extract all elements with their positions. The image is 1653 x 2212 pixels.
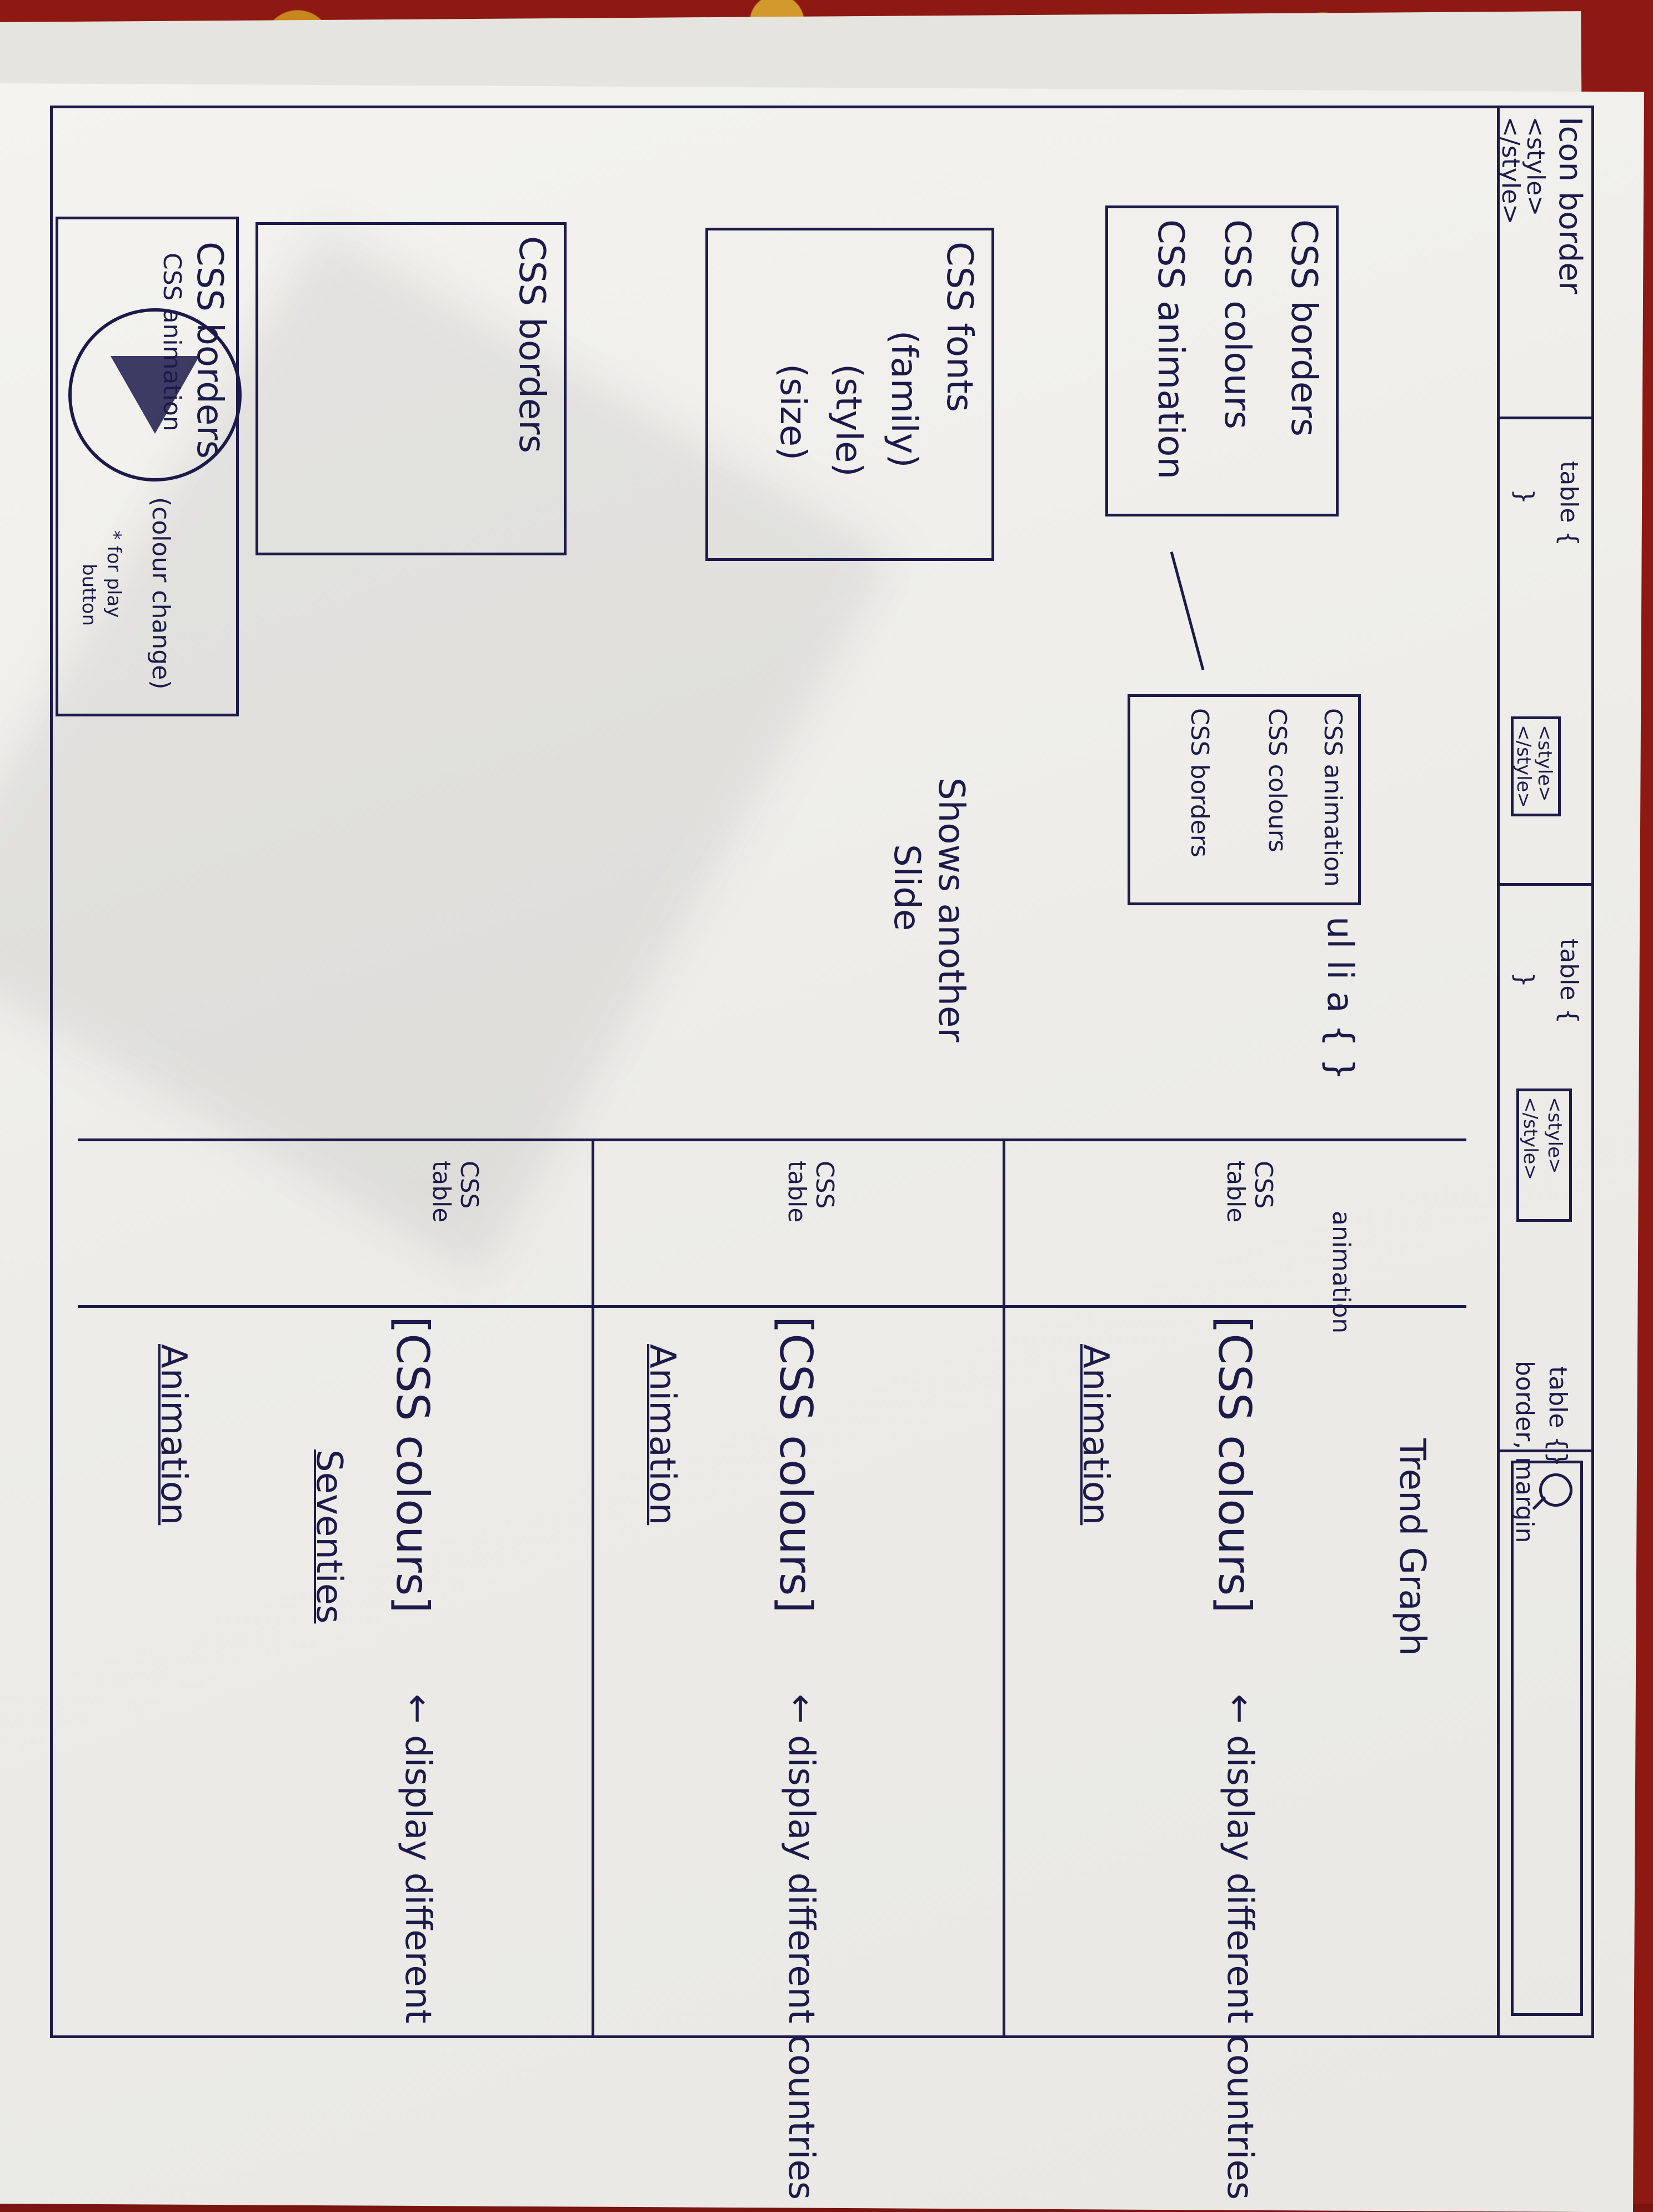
shows-another-slide-2: Slide bbox=[886, 844, 927, 931]
row-2-note: ← display different countries bbox=[780, 1694, 822, 2200]
sidebar-item-borders[interactable]: CSS borders bbox=[1283, 219, 1324, 437]
search-icon-container[interactable] bbox=[1519, 1463, 1580, 1530]
row-divider-2 bbox=[592, 1138, 594, 2038]
fonts-style: (style) bbox=[828, 364, 869, 477]
row-2-label-1: CSS bbox=[810, 1161, 839, 1209]
play-note-1: * for play bbox=[103, 530, 125, 618]
rows-left-border bbox=[78, 1138, 1466, 1141]
nav-note-4-open: <style> bbox=[1544, 1097, 1566, 1174]
fonts-size: (size) bbox=[772, 364, 813, 461]
nav-divider-2 bbox=[1500, 883, 1594, 886]
nav-divider-1 bbox=[1500, 417, 1594, 419]
row-divider-1 bbox=[1003, 1138, 1005, 2038]
nav-note-1-bottom: } bbox=[1510, 489, 1539, 504]
nav-style-box-1: <style> </style> bbox=[1511, 716, 1561, 816]
nav-note-2-open: <style> bbox=[1534, 725, 1556, 802]
trend-graph-note: Trend Graph bbox=[1391, 1438, 1432, 1656]
search-bar[interactable] bbox=[1511, 1461, 1583, 2016]
row-2-animation-link[interactable]: Animation bbox=[642, 1344, 683, 1526]
play-note-2: button bbox=[78, 564, 100, 626]
nav-note-3-bottom: } bbox=[1510, 972, 1539, 987]
nav-divider-3 bbox=[1500, 1449, 1594, 1452]
row-1-note: ← display different countries bbox=[1219, 1694, 1260, 2200]
wireframe-sketch: Icon border <style> </style> table { } <… bbox=[28, 106, 1594, 2200]
row-2-colours: [CSS colours] bbox=[770, 1316, 822, 1613]
row-3-colours: [CSS colours] bbox=[387, 1316, 438, 1613]
animation-box-note: (colour change) bbox=[147, 497, 175, 690]
logo-style-open: <style> bbox=[1521, 117, 1550, 217]
animation-box: CSS borders CSS animation (colour change… bbox=[56, 217, 242, 716]
row-1-colours: [CSS colours] bbox=[1209, 1316, 1260, 1613]
play-button[interactable] bbox=[68, 308, 242, 481]
dropdown-item-borders[interactable]: CSS borders bbox=[1185, 708, 1214, 857]
row-3-label-2: table bbox=[427, 1161, 455, 1223]
row-1-animation-link[interactable]: Animation bbox=[1075, 1344, 1116, 1526]
nav-note-2-close: </style> bbox=[1512, 725, 1535, 808]
play-icon bbox=[111, 356, 199, 434]
borders-box: CSS borders bbox=[256, 222, 567, 555]
animation-pointer-note: animation bbox=[1327, 1211, 1355, 1334]
fonts-box: CSS fonts (family) (style) (size) bbox=[705, 228, 994, 561]
shows-another-slide-1: Shows another bbox=[930, 778, 971, 1042]
row-3-label-1: CSS bbox=[455, 1161, 483, 1209]
row-1-label-2: table bbox=[1221, 1161, 1250, 1223]
row-1-label-1: CSS bbox=[1249, 1161, 1278, 1209]
sidebar-item-colours[interactable]: CSS colours bbox=[1216, 219, 1258, 429]
search-icon bbox=[1539, 1473, 1572, 1507]
nav-note-4-close: </style> bbox=[1519, 1097, 1541, 1180]
fonts-family: (family) bbox=[883, 330, 924, 468]
sidebar-item-animation[interactable]: CSS animation bbox=[1150, 219, 1191, 479]
row-3-animation-link[interactable]: Animation bbox=[153, 1344, 194, 1526]
logo-title: Icon border bbox=[1552, 117, 1588, 294]
fonts-title: CSS fonts bbox=[939, 242, 980, 412]
row-2-label-2: table bbox=[783, 1161, 811, 1223]
rows-label-divider bbox=[78, 1305, 1466, 1308]
row-3-note-2: Seventies bbox=[308, 1449, 349, 1624]
borders-title: CSS borders bbox=[511, 236, 552, 453]
row-3-note: ← display different bbox=[397, 1694, 438, 2024]
sidebar-menu: CSS borders CSS colours CSS animation bbox=[1105, 205, 1339, 516]
dropdown-item-colours[interactable]: CSS colours bbox=[1263, 708, 1291, 852]
logo-style-close: </style> bbox=[1496, 117, 1525, 225]
nav-note-1-top: table { bbox=[1555, 461, 1583, 546]
ul-li-a-note: ul li a { } bbox=[1319, 916, 1360, 1081]
header-divider bbox=[1497, 106, 1500, 2038]
logo: Icon border bbox=[1551, 117, 1589, 294]
dropdown-menu: CSS animation CSS colours CSS borders bbox=[1128, 694, 1361, 905]
nav-note-3-top: table { bbox=[1555, 939, 1583, 1024]
nav-style-box-2: <style> </style> bbox=[1516, 1089, 1572, 1222]
dropdown-item-animation[interactable]: CSS animation bbox=[1319, 708, 1347, 887]
